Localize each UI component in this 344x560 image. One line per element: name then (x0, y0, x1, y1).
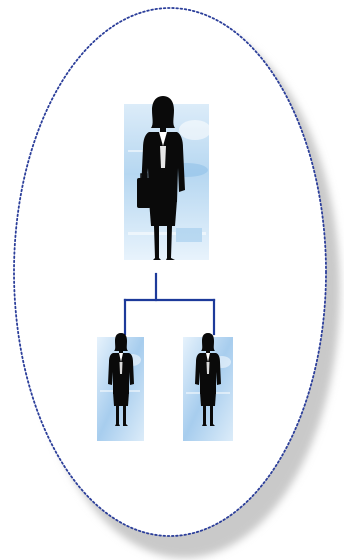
subordinate-node-right (183, 333, 233, 441)
subordinate-node-left (97, 333, 144, 441)
ellipse-frame (14, 8, 326, 536)
manager-node (124, 96, 211, 260)
